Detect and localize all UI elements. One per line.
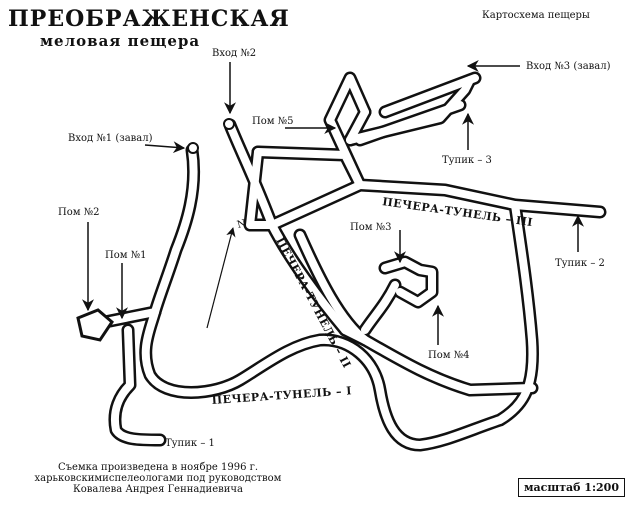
label-entrance3: Вход №3 (завал) [526,61,611,72]
credits-line-3: Ковалева Андрея Геннадиевича [72,484,244,495]
map-type-label: Картосхема пещеры [482,10,590,21]
label-room2: Пом №2 [58,207,100,218]
label-room3: Пом №3 [350,222,392,233]
label-room4: Пом №4 [428,350,470,361]
room2-chamber [76,308,114,342]
scale-box: масштаб 1:200 [518,478,625,497]
north-arrow: N [206,218,248,329]
label-room5: Пом №5 [252,116,294,127]
label-entrance1: Вход №1 (завал) [68,133,153,144]
credits-line-2: харьковскимиспелеологами под руководство… [34,473,282,484]
label-deadend1: Тупик – 1 [165,438,215,449]
entrance1-marker [187,142,199,154]
credits-line-1: Съемка произведена в ноябре 1996 г. [57,462,259,473]
passages-interior [86,74,604,449]
entrance2-marker [223,118,235,130]
label-entrance2: Вход №2 [212,48,256,59]
cave-title: ПРЕОБРАЖЕНСКАЯ [8,6,290,32]
label-deadend3: Тупик – 3 [442,155,492,166]
cave-subtitle: меловая пещера [40,32,201,50]
north-label: N [236,218,248,231]
label-room1: Пом №1 [105,250,147,261]
survey-credits: Съемка произведена в ноябре 1996 г. харь… [8,462,308,495]
pointer-arrows [82,60,584,345]
label-deadend2: Тупик – 2 [555,258,605,269]
